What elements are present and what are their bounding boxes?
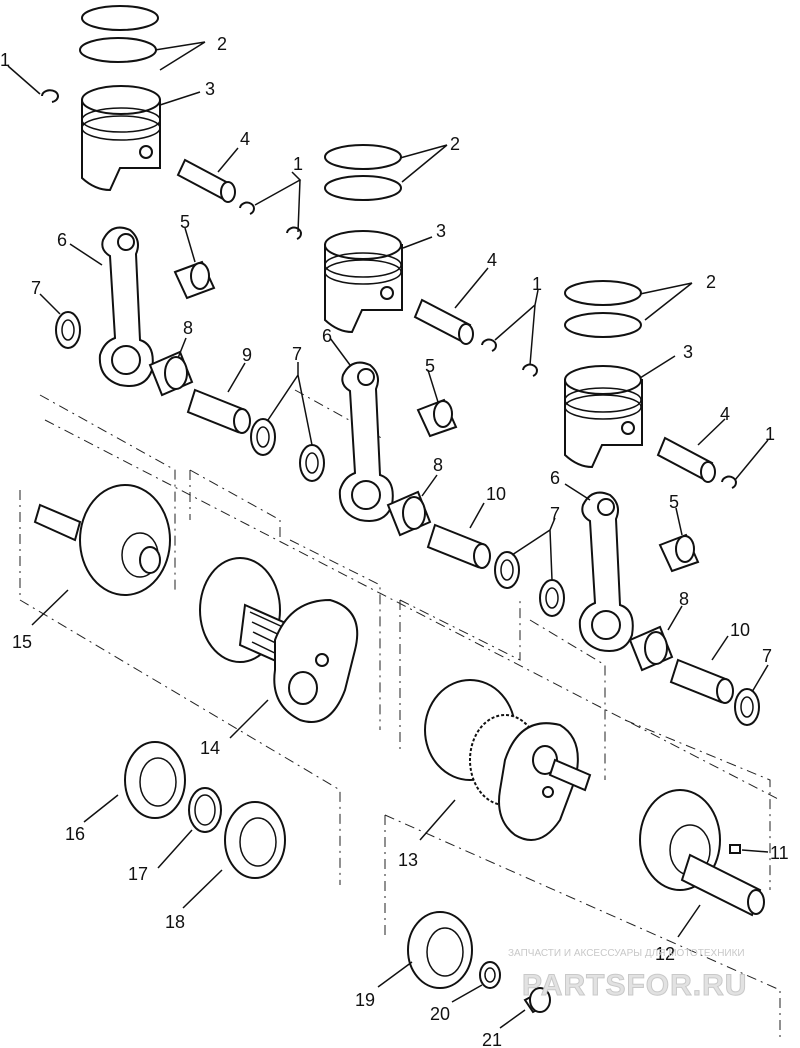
callout-16: 16 [65, 824, 85, 844]
seal-17 [188, 787, 222, 833]
washer-20 [479, 961, 501, 989]
assembly-outline-lines [19, 389, 781, 1040]
callout-12: 12 [655, 944, 675, 964]
main-bearing-16 [124, 741, 186, 819]
callout-3: 3 [683, 342, 693, 362]
callout-7: 7 [762, 646, 772, 666]
callout-8: 8 [433, 455, 443, 475]
callout-leader-lines [7, 41, 769, 1029]
callout-8: 8 [679, 589, 689, 609]
circlip-3 [721, 475, 737, 489]
big-end-bearing-3 [628, 625, 674, 672]
connecting-rod-1 [98, 226, 154, 387]
callout-7: 7 [550, 504, 560, 524]
piston-1 [81, 85, 161, 192]
watermark-brand: PARTSFOR.RU [522, 969, 747, 1002]
callout-18: 18 [165, 912, 185, 932]
callout-6: 6 [550, 468, 560, 488]
callout-21: 21 [482, 1030, 502, 1048]
callout-1: 1 [293, 154, 303, 174]
piston-3 [564, 365, 643, 469]
callout-numbers: 1 2 3 4 1 2 5 3 6 4 2 1 7 8 6 9 7 3 5 4 … [0, 34, 789, 1048]
callout-6: 6 [57, 230, 67, 250]
callout-13: 13 [398, 850, 418, 870]
circlips-1bc [239, 201, 302, 240]
callout-10: 10 [730, 620, 750, 640]
connecting-rod-2 [338, 361, 394, 522]
piston-pin-2 [413, 298, 474, 345]
callout-11: 11 [770, 843, 789, 863]
watermark: ЗАПЧАСТИ И АКСЕССУАРЫ ДЛЯ МОТОТЕХНИКИ PA… [508, 948, 747, 1003]
big-end-bearing-2 [386, 490, 432, 537]
callout-4: 4 [240, 129, 250, 149]
piston-pin-3 [656, 436, 716, 483]
callout-1: 1 [765, 424, 775, 444]
callout-7: 7 [292, 344, 302, 364]
crankshaft-center-14 [199, 557, 359, 723]
callout-2: 2 [450, 134, 460, 154]
crankshaft-end-12 [639, 789, 765, 917]
piston-ring-set-2 [324, 144, 402, 201]
connecting-rod-3 [578, 491, 634, 652]
small-end-bearing-3 [658, 533, 700, 573]
callout-6: 6 [322, 326, 332, 346]
woodruff-key-11 [729, 844, 741, 854]
callout-5: 5 [425, 356, 435, 376]
callout-2: 2 [217, 34, 227, 54]
crank-pin-10b [669, 658, 734, 704]
callout-1: 1 [532, 274, 542, 294]
callout-19: 19 [355, 990, 375, 1010]
main-bearing-19 [407, 911, 473, 989]
callout-15: 15 [12, 632, 32, 652]
watermark-tagline: ЗАПЧАСТИ И АКСЕССУАРЫ ДЛЯ МОТОТЕХНИКИ [508, 948, 745, 959]
callout-3: 3 [436, 221, 446, 241]
callout-2: 2 [706, 272, 716, 292]
crankshaft-gear-13 [424, 679, 592, 841]
callout-20: 20 [430, 1004, 450, 1024]
circlips-2 [481, 338, 538, 377]
callout-1: 1 [0, 50, 10, 70]
callout-8: 8 [183, 318, 193, 338]
callout-10: 10 [486, 484, 506, 504]
thrust-washers [55, 311, 760, 726]
callout-5: 5 [669, 492, 679, 512]
piston-2 [324, 230, 403, 334]
big-end-bearing-1 [148, 350, 194, 397]
callout-7: 7 [31, 278, 41, 298]
piston-pin-1 [176, 158, 236, 203]
crankshaft-end-15 [33, 484, 171, 596]
callout-9: 9 [242, 345, 252, 365]
callout-17: 17 [128, 864, 148, 884]
small-end-bearing-1 [173, 260, 216, 300]
crank-pin-9 [186, 388, 251, 434]
callout-5: 5 [180, 212, 190, 232]
crank-pin-10a [426, 523, 491, 569]
nut-21 [523, 987, 551, 1014]
piston-ring-set-3 [564, 280, 642, 338]
piston-ring-set-1 [79, 5, 159, 63]
small-end-bearing-2 [416, 398, 458, 438]
circlip-1a [41, 89, 59, 103]
callout-3: 3 [205, 79, 215, 99]
callout-4: 4 [487, 250, 497, 270]
main-bearing-18 [224, 801, 286, 879]
callout-4: 4 [720, 404, 730, 424]
callout-14: 14 [200, 738, 220, 758]
